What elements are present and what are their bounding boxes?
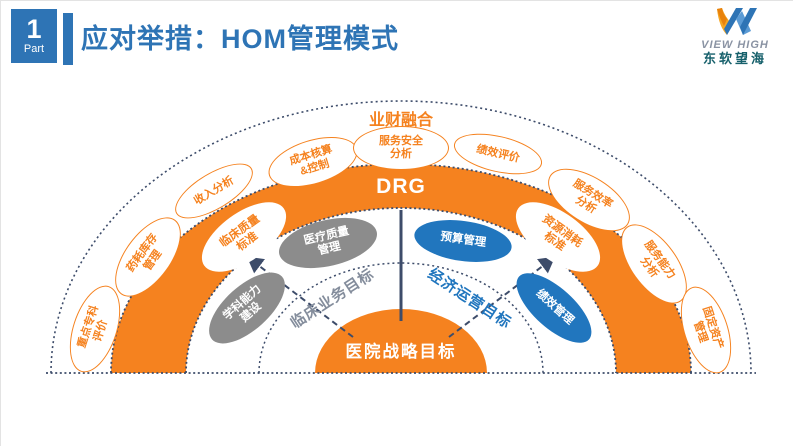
hospital-strategy-goal-label: 医院战略目标 [345, 343, 457, 361]
arrow-to-resource-standard [448, 256, 556, 338]
drg-label: DRG [376, 175, 426, 198]
arrow-to-clinical-standard [246, 256, 354, 338]
logo-brand-text: VIEW HIGH [701, 39, 769, 51]
part-number-box: 1 Part [11, 9, 57, 63]
part-word: Part [23, 43, 45, 56]
oval-label: 服务效率 分析 [570, 177, 615, 217]
oval-label: 重点专科 评价 [76, 304, 110, 350]
center-semicircle [315, 309, 487, 373]
oval-label: 预算管理 [439, 231, 487, 250]
finance-business-fusion-label: 业财融合 [368, 112, 434, 129]
oval-label: 绩效评价 [475, 142, 521, 165]
oval-label: 固定资产 管理 [691, 305, 725, 351]
logo-company-text: 东软望海 [702, 51, 767, 67]
title-accent-bar [63, 13, 73, 65]
part-number: 1 [26, 14, 42, 45]
oval-label: 医疗质量 管理 [302, 224, 351, 258]
page-title: 应对举措：HOM管理模式 [81, 24, 399, 54]
oval-service-safety-analysis: 服务安全 分析 [353, 126, 449, 170]
oval-label: 绩效管理 [533, 287, 576, 328]
company-logo: VIEW HIGH 东软望海 [681, 5, 789, 68]
drg-ring-inner-edge [185, 207, 617, 374]
oval-label: 成本核算 &控制 [288, 143, 334, 178]
logo-swoosh-icon [717, 8, 757, 35]
oval-label: 服务安全 分析 [379, 135, 423, 160]
oval-label: 服务能力 分析 [637, 238, 678, 282]
